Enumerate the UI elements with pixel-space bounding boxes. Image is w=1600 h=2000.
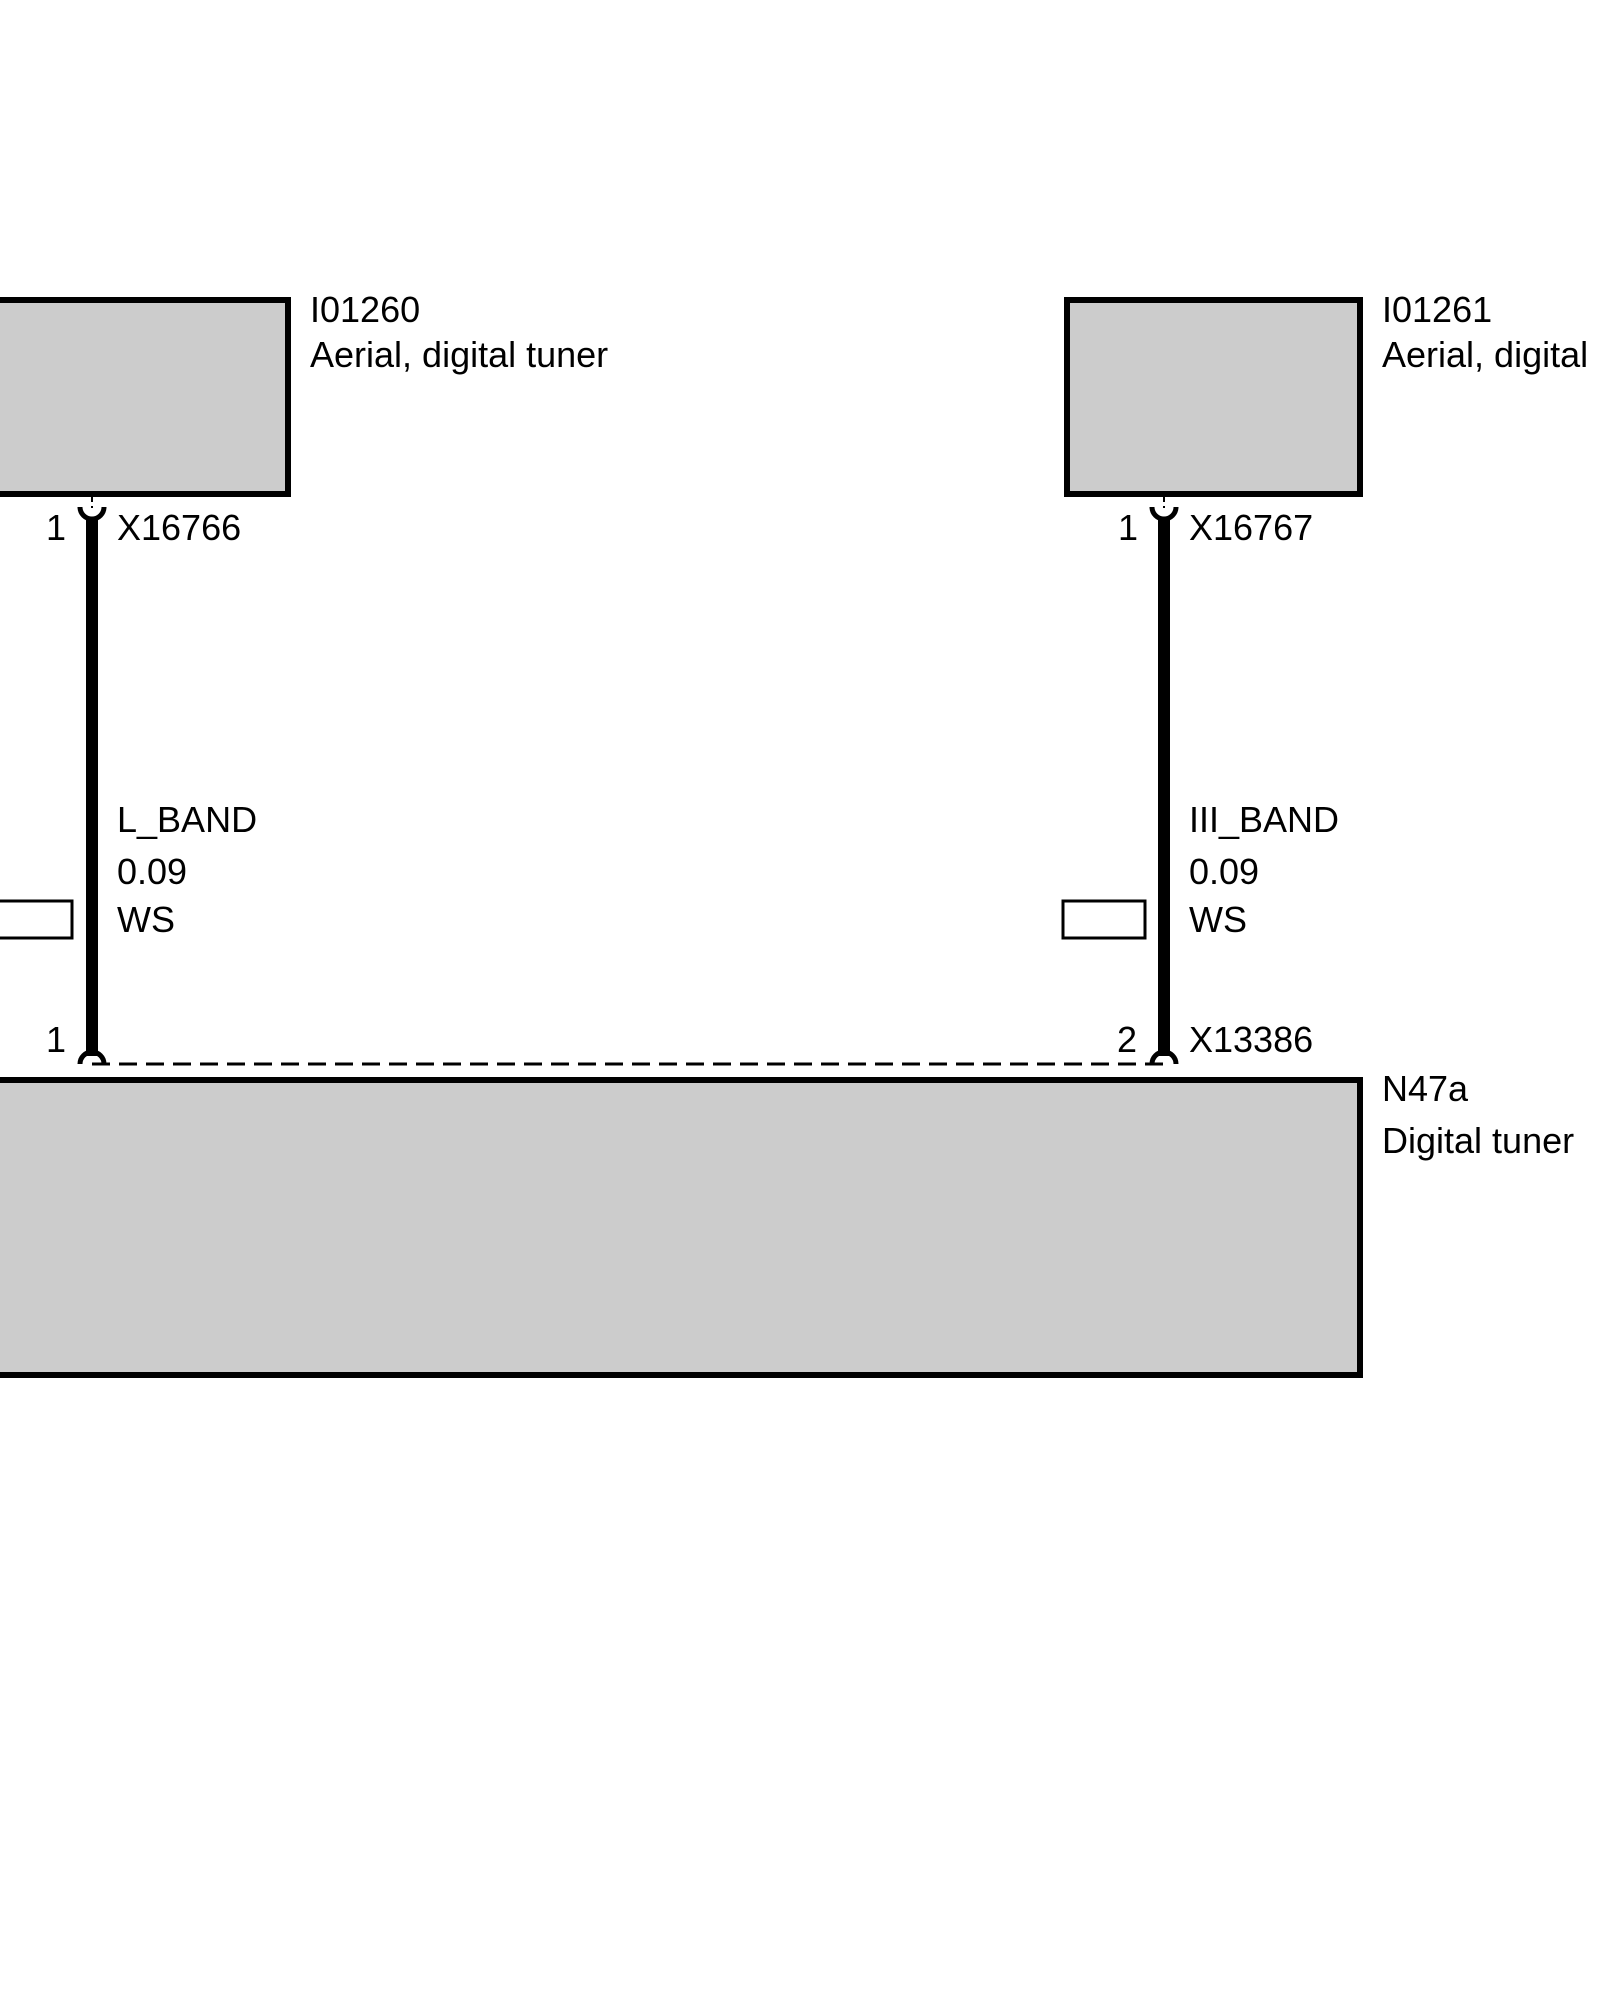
aerial-right-pin-cup[interactable] xyxy=(1149,506,1179,522)
aerial-left-connector-id: X16766 xyxy=(117,507,241,548)
tuner-pin-1-number: 1 xyxy=(46,1019,66,1060)
wire-left-cross-section: 0.09 xyxy=(117,851,187,892)
wire-right-color-code: WS xyxy=(1189,899,1247,940)
aerial-right-pin-number: 1 xyxy=(1118,507,1138,548)
wire-left-tag xyxy=(0,899,74,940)
wire-right-cross-section: 0.09 xyxy=(1189,851,1259,892)
aerial-left-id: I01260 xyxy=(310,289,420,330)
tuner-pin-2-number: 2 xyxy=(1117,1019,1137,1060)
tuner-pin-1-cup[interactable] xyxy=(77,1049,107,1065)
aerial-left-pin-cup[interactable] xyxy=(77,506,107,522)
aerial-right-box[interactable] xyxy=(1064,297,1363,497)
tuner-name: Digital tuner xyxy=(1382,1120,1574,1161)
aerial-left-name: Aerial, digital tuner xyxy=(310,334,608,375)
aerial-right-connector-id: X16767 xyxy=(1189,507,1313,548)
tuner-pin-2-cup[interactable] xyxy=(1149,1049,1179,1065)
aerial-left-box[interactable] xyxy=(0,297,291,497)
wire-left-color-code: WS xyxy=(117,899,175,940)
tuner-id: N47a xyxy=(1382,1068,1469,1109)
wire-left-signal: L_BAND xyxy=(117,799,257,840)
tuner-box[interactable] xyxy=(0,1077,1363,1378)
aerial-right-name: Aerial, digital xyxy=(1382,334,1588,375)
tuner-connector-id: X13386 xyxy=(1189,1019,1313,1060)
aerial-right-id: I01261 xyxy=(1382,289,1492,330)
wire-right-tag xyxy=(1061,899,1147,940)
wire-right-signal: III_BAND xyxy=(1189,799,1339,840)
aerial-left-pin-number: 1 xyxy=(46,507,66,548)
